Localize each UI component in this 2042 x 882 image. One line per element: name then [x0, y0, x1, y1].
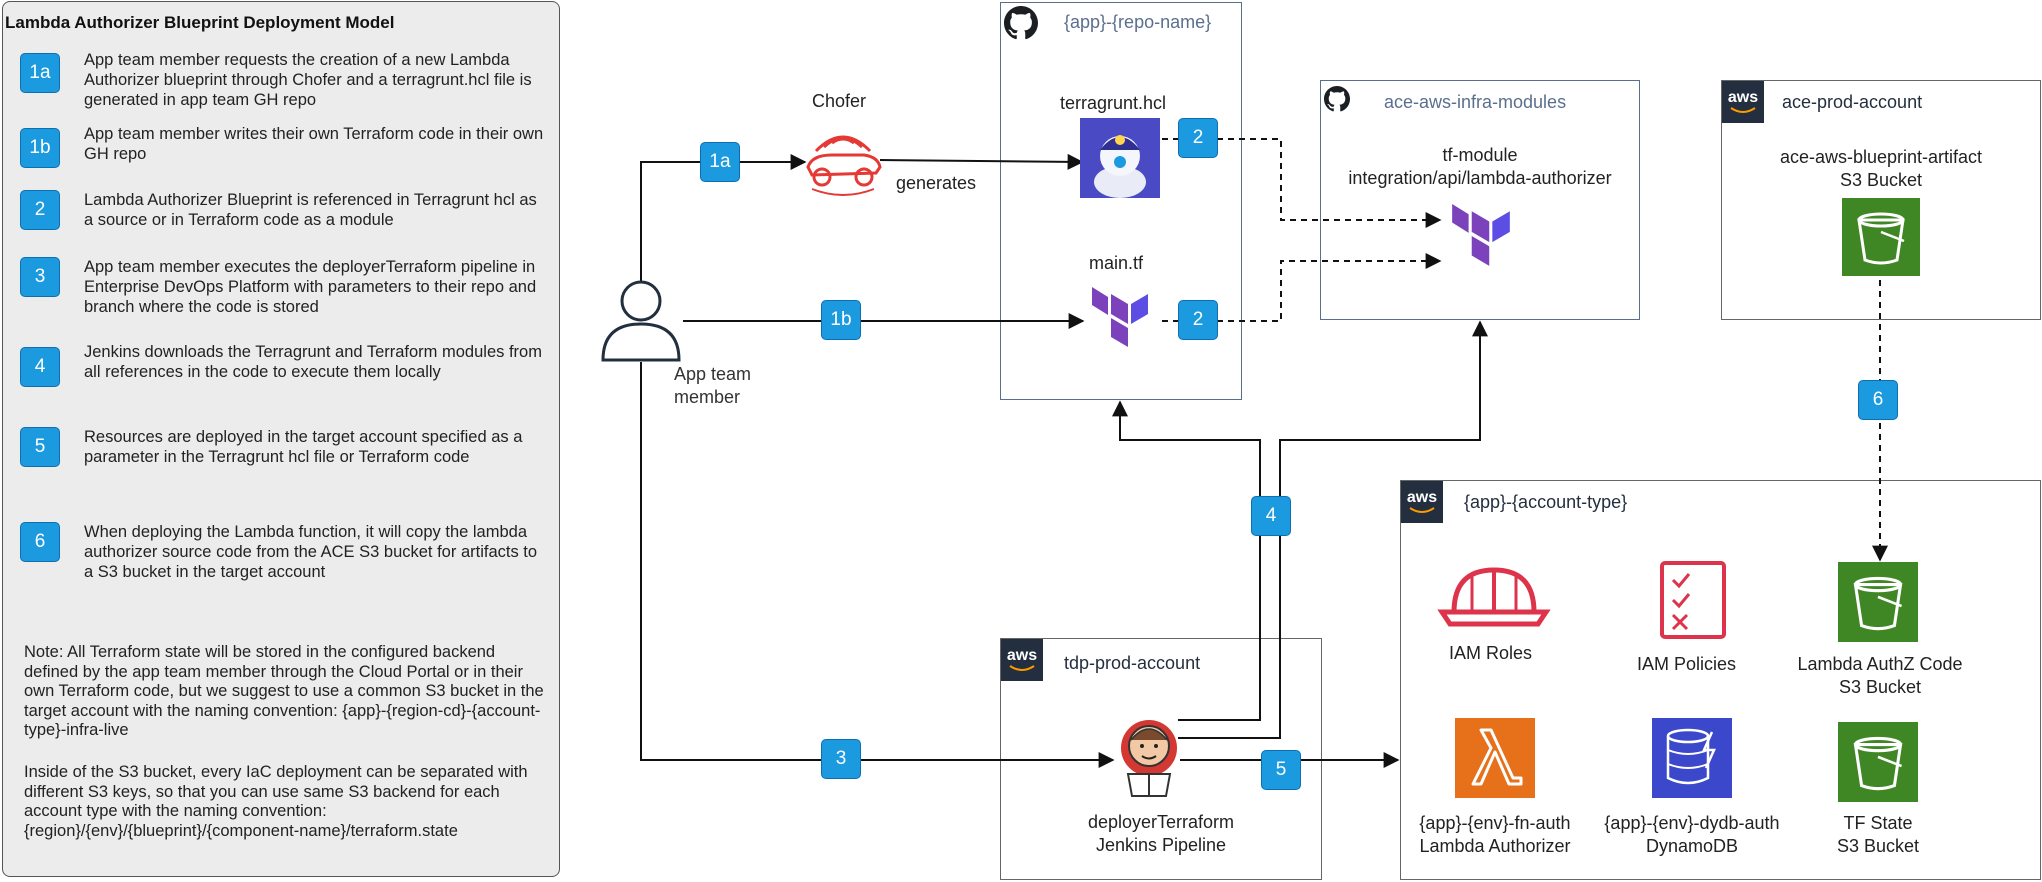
edge-2-terragrunt: [1162, 138, 1442, 228]
legend-panel: [2, 1, 560, 877]
legend-step-3: App team member executes the deployerTer…: [84, 258, 537, 316]
maintf-label: main.tf: [1089, 253, 1144, 273]
edge-4-modules: [1178, 320, 1488, 739]
tfstate-bucket-label: TF State S3 Bucket: [1798, 812, 1958, 858]
tdp-prod-account-title: tdp-prod-account: [1064, 653, 1201, 673]
legend-step-1a: App team member requests the creation of…: [84, 51, 532, 109]
dynamodb-label: {app}-{env}-dydb-auth DynamoDB: [1592, 812, 1792, 858]
iam-policies-label: IAM Policies: [1637, 654, 1737, 674]
aws-logo-text: aws: [1406, 489, 1438, 506]
ace-prod-account-title: ace-prod-account: [1782, 92, 1923, 112]
lambda-bucket-line1: Lambda AuthZ Code: [1797, 654, 1963, 674]
legend-badge-2: 2: [20, 190, 60, 230]
s3-bucket-icon: [1842, 198, 1920, 276]
infra-modules-title: ace-aws-infra-modules: [1384, 92, 1567, 112]
step-6-badge: 6: [1858, 380, 1898, 420]
aws-smile-icon: [1730, 107, 1756, 113]
terraform-module-icon: [1452, 204, 1510, 266]
edge-2-maintf: [1162, 253, 1442, 322]
terragrunt-icon: [1080, 118, 1160, 198]
lambda-fn-label: {app}-{env}-fn-auth Lambda Authorizer: [1405, 812, 1585, 858]
jenkins-label: deployerTerraform Jenkins Pipeline: [1000, 811, 1322, 857]
infra-modules-group: [1320, 80, 1640, 320]
module-label-line2: integration/api/lambda-authorizer: [1348, 168, 1612, 188]
terragrunt-label: terragrunt.hcl: [1060, 93, 1167, 113]
actor-label: App team member: [674, 363, 751, 409]
aws-logo-text: aws: [1727, 89, 1759, 106]
s3-bucket-icon: [1838, 722, 1918, 802]
lambda-icon: [1455, 718, 1535, 798]
chofer-label: Chofer: [812, 91, 867, 111]
aws-smile-icon: [1009, 665, 1035, 671]
module-label: tf-module integration/api/lambda-authori…: [1320, 144, 1640, 190]
user-icon: [601, 280, 681, 362]
step-1b-badge: 1b: [821, 300, 861, 340]
artifact-bucket-line1: ace-aws-blueprint-artifact: [1779, 147, 1983, 167]
edge-3: [640, 362, 1115, 768]
legend-step-5: Resources are deployed in the target acc…: [84, 428, 523, 466]
step-4-badge: 4: [1251, 496, 1291, 536]
legend-step-6: When deploying the Lambda function, it w…: [84, 523, 538, 581]
iam-roles-label: IAM Roles: [1449, 643, 1533, 663]
note-terraform-state: Note: All Terraform state will be stored…: [24, 643, 544, 739]
github-icon: [1004, 6, 1038, 40]
legend-title: Lambda Authorizer Blueprint Deployment M…: [5, 13, 395, 32]
generates-label: generates: [896, 173, 977, 193]
s3-bucket-icon: [1838, 562, 1918, 642]
dynamodb-line1: {app}-{env}-dydb-auth: [1604, 813, 1780, 833]
aws-logo-icon: aws: [1001, 639, 1043, 681]
dynamodb-line2: DynamoDB: [1645, 836, 1739, 856]
legend-badge-1a: 1a: [20, 53, 60, 93]
aws-logo-icon: aws: [1401, 481, 1443, 523]
step-1a-badge: 1a: [700, 142, 740, 182]
github-icon: [1324, 86, 1350, 112]
step-2-badge-terragrunt: 2: [1178, 118, 1218, 158]
lambda-fn-line1: {app}-{env}-fn-auth: [1419, 813, 1571, 833]
chofer-icon: [806, 135, 882, 196]
legend-step-1b: App team member writes their own Terrafo…: [84, 125, 544, 163]
artifact-bucket-line2: S3 Bucket: [1839, 170, 1923, 190]
jenkins-label-line1: deployerTerraform: [1087, 812, 1235, 832]
lambda-bucket-line2: S3 Bucket: [1838, 677, 1922, 697]
jenkins-icon: [1121, 720, 1177, 797]
iam-roles-icon: [1437, 567, 1551, 627]
edge-1a: [640, 154, 807, 282]
tfstate-bucket-line2: S3 Bucket: [1836, 836, 1920, 856]
artifact-bucket-label: ace-aws-blueprint-artifact S3 Bucket: [1721, 146, 2041, 192]
actor-label-line1: App team: [674, 364, 752, 384]
tfstate-bucket-line1: TF State: [1843, 813, 1913, 833]
note-s3-keys: Inside of the S3 bucket, every IaC deplo…: [24, 763, 528, 840]
edge-4-repo: [1112, 400, 1261, 721]
lambda-bucket-label: Lambda AuthZ Code S3 Bucket: [1780, 653, 1980, 699]
legend-badge-1b: 1b: [20, 128, 60, 168]
iam-policies-icon: [1660, 561, 1726, 639]
aws-logo-text: aws: [1006, 647, 1038, 664]
legend-badge-6: 6: [20, 522, 60, 562]
terraform-icon: [1092, 287, 1148, 347]
module-label-line1: tf-module: [1442, 145, 1518, 165]
step-5-badge: 5: [1261, 750, 1301, 790]
lambda-fn-line2: Lambda Authorizer: [1419, 836, 1571, 856]
aws-logo-icon: aws: [1722, 81, 1764, 123]
legend-badge-5: 5: [20, 427, 60, 467]
legend-step-2: Lambda Authorizer Blueprint is reference…: [84, 191, 537, 229]
repo-title: {app}-{repo-name}: [1064, 12, 1212, 32]
aws-smile-icon: [1409, 507, 1435, 513]
legend-badge-3: 3: [20, 257, 60, 297]
legend-step-4: Jenkins downloads the Terragrunt and Ter…: [84, 343, 542, 381]
actor-label-line2: member: [674, 387, 741, 407]
dynamodb-icon: [1652, 718, 1732, 798]
target-account-title: {app}-{account-type}: [1464, 492, 1628, 512]
target-account-group: [1400, 480, 2041, 880]
step-3-badge: 3: [821, 739, 861, 779]
step-2-badge-maintf: 2: [1178, 300, 1218, 340]
legend-badge-4: 4: [20, 347, 60, 387]
edge-generates: [879, 153, 1084, 170]
jenkins-label-line2: Jenkins Pipeline: [1095, 835, 1227, 855]
